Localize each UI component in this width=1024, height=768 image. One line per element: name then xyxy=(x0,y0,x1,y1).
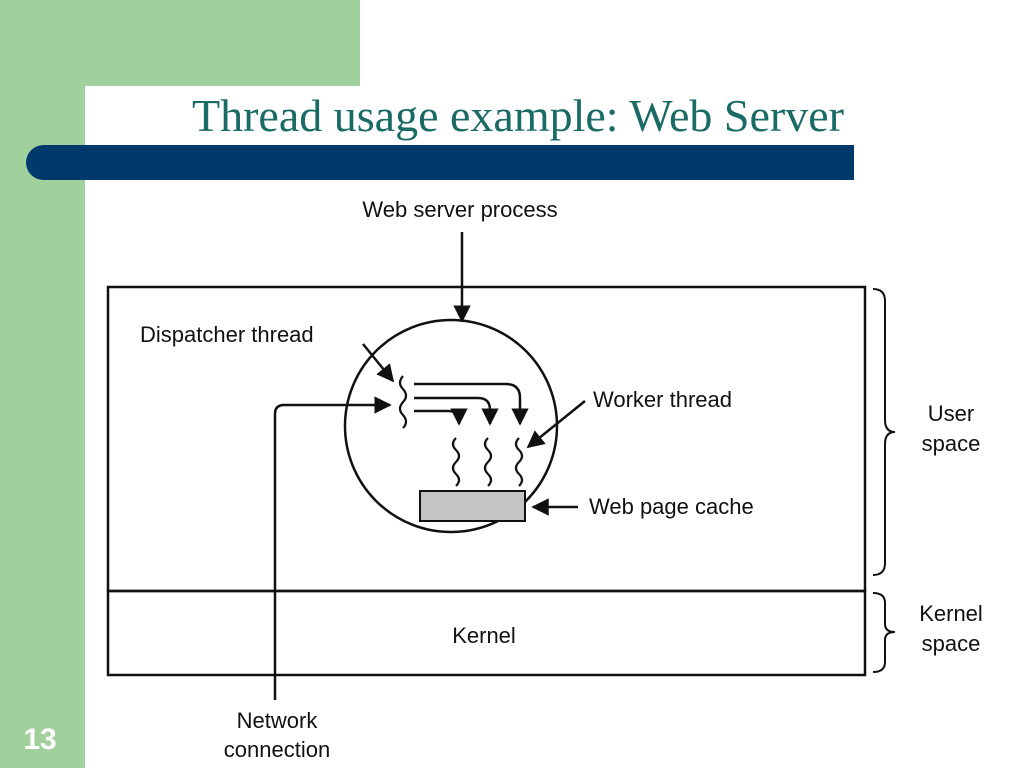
user-space-brace xyxy=(872,288,896,576)
slide-page-number: 13 xyxy=(23,723,57,756)
title-underline-bar xyxy=(26,145,854,180)
worker-thread-squiggle-2 xyxy=(483,437,493,487)
kernel-label: Kernel xyxy=(452,623,516,648)
user-space-label-line2: space xyxy=(922,431,981,456)
network-connection-line xyxy=(273,396,392,700)
worker-thread-squiggle-3 xyxy=(514,437,524,487)
worker-thread-squiggle-1 xyxy=(451,437,461,487)
kernel-box xyxy=(106,589,867,677)
title-area-corner xyxy=(85,86,360,146)
kernel-space-label-line2: space xyxy=(922,631,981,656)
top-green-band xyxy=(85,0,360,86)
kernel-space-label-line1: Kernel xyxy=(919,601,983,626)
sidebar-band xyxy=(0,0,85,768)
network-connection-label-line1: Network xyxy=(237,708,319,733)
kernel-space-brace xyxy=(872,592,896,673)
web-page-cache-label: Web page cache xyxy=(589,494,754,519)
worker-thread-label: Worker thread xyxy=(593,387,732,412)
dispatch-arrow-3 xyxy=(414,408,468,426)
process-circle xyxy=(343,318,559,534)
network-connection-label-line2: connection xyxy=(224,737,330,762)
dispatcher-thread-arrow xyxy=(362,343,395,383)
user-space-label-line1: User xyxy=(928,401,974,426)
web-page-cache-box xyxy=(419,490,526,522)
dispatcher-thread-squiggle xyxy=(398,375,408,429)
worker-thread-arrow xyxy=(526,400,586,449)
slide-title: Thread usage example: Web Server xyxy=(192,90,844,141)
web-server-process-label: Web server process xyxy=(362,197,557,222)
dispatch-arrow-2 xyxy=(414,396,499,426)
dispatcher-thread-label: Dispatcher thread xyxy=(140,322,314,347)
dispatch-arrow-1 xyxy=(414,382,529,426)
